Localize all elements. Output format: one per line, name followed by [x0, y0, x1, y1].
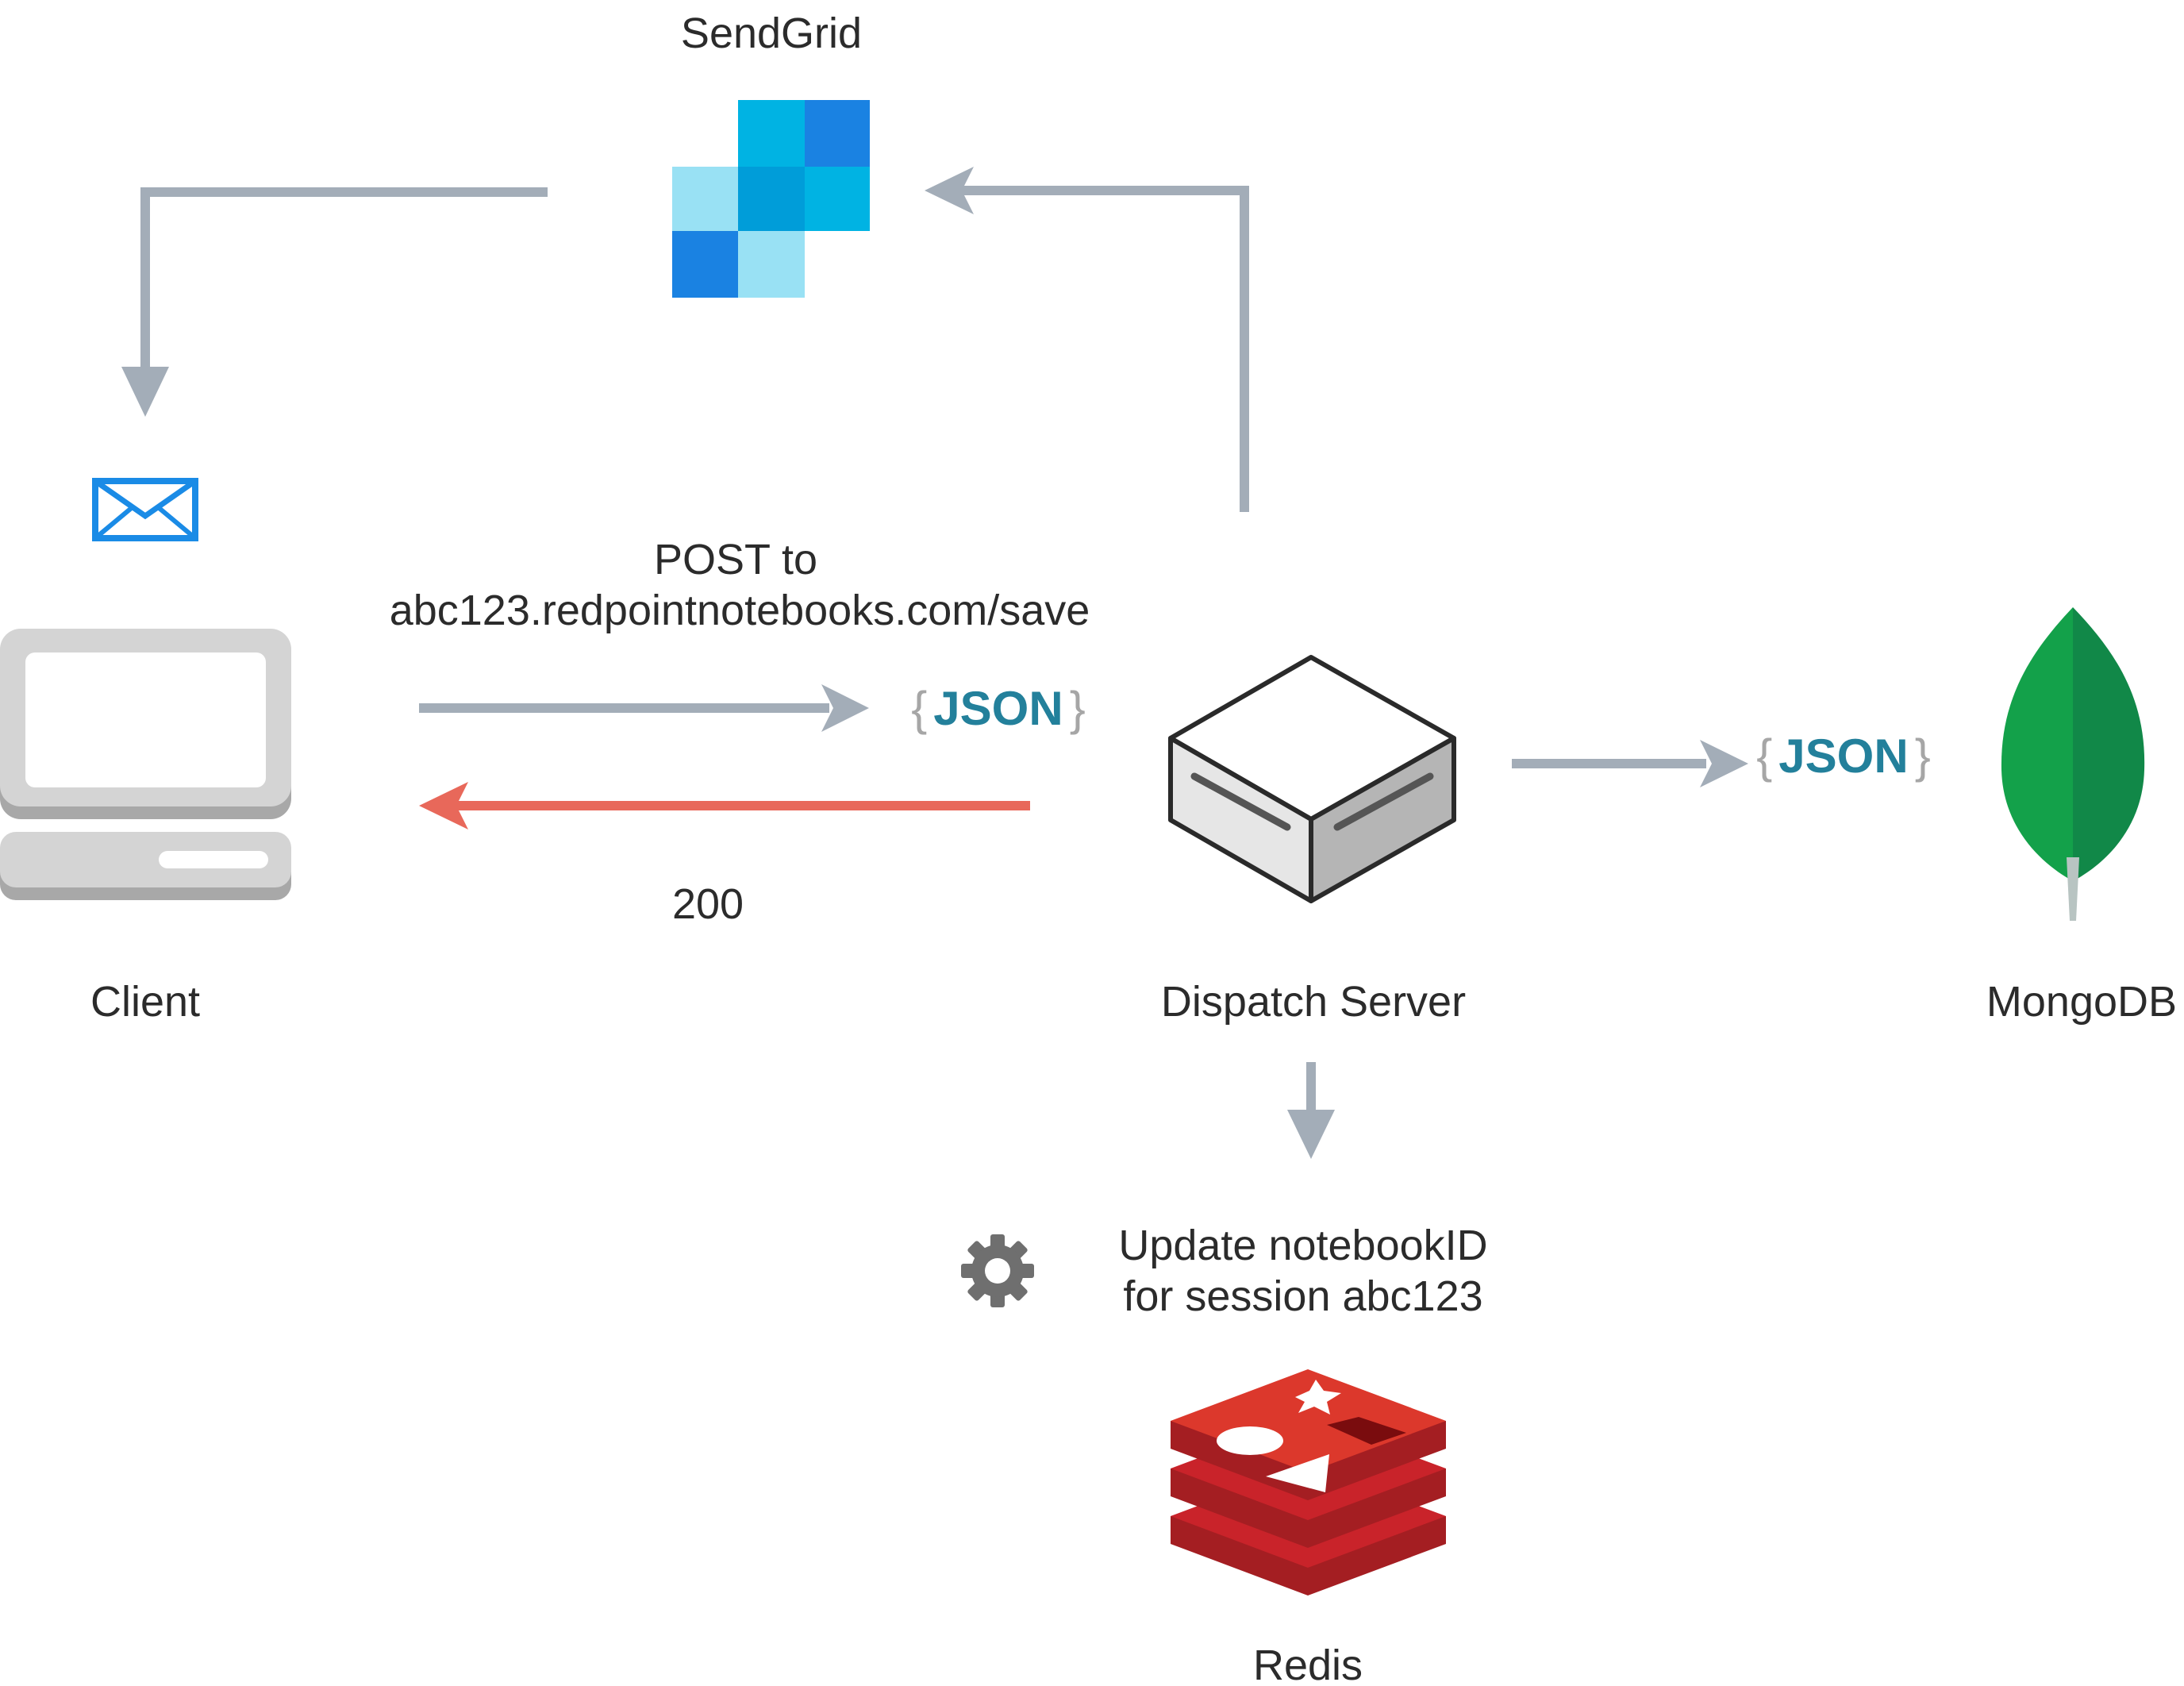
client-label: Client	[90, 978, 200, 1026]
mongodb-label: MongoDB	[1986, 978, 2177, 1026]
arrow-sendgrid-to-client	[121, 187, 548, 417]
redis-label: Redis	[1253, 1642, 1363, 1686]
arrow-200-response	[419, 782, 1030, 830]
envelope-icon	[92, 478, 198, 541]
arrow-dispatch-to-sendgrid	[925, 167, 1249, 512]
computer-icon	[0, 629, 291, 900]
json-badge-mongodb: {JSON}	[1756, 729, 1930, 783]
arrow-post-request	[419, 684, 869, 732]
update-label-line1: Update notebookID	[1118, 1222, 1487, 1269]
response-code-label: 200	[672, 880, 744, 928]
arrow-dispatch-to-mongodb	[1512, 740, 1748, 787]
gear-icon	[961, 1234, 1034, 1307]
sendgrid-label: SendGrid	[681, 10, 862, 57]
redis-logo	[1171, 1369, 1446, 1596]
post-label-line1: POST to	[654, 536, 817, 583]
update-label-line2: for session abc123	[1123, 1272, 1482, 1320]
json-badge-request: {JSON}	[911, 682, 1085, 735]
dispatch-server-label: Dispatch Server	[1161, 978, 1466, 1026]
arrow-dispatch-to-redis	[1287, 1062, 1335, 1159]
server-icon	[1168, 655, 1456, 903]
sendgrid-logo	[672, 100, 870, 298]
mongodb-leaf-icon	[2001, 607, 2145, 921]
post-label-line2: abc123.redpointnotebooks.com/save	[390, 587, 1090, 634]
